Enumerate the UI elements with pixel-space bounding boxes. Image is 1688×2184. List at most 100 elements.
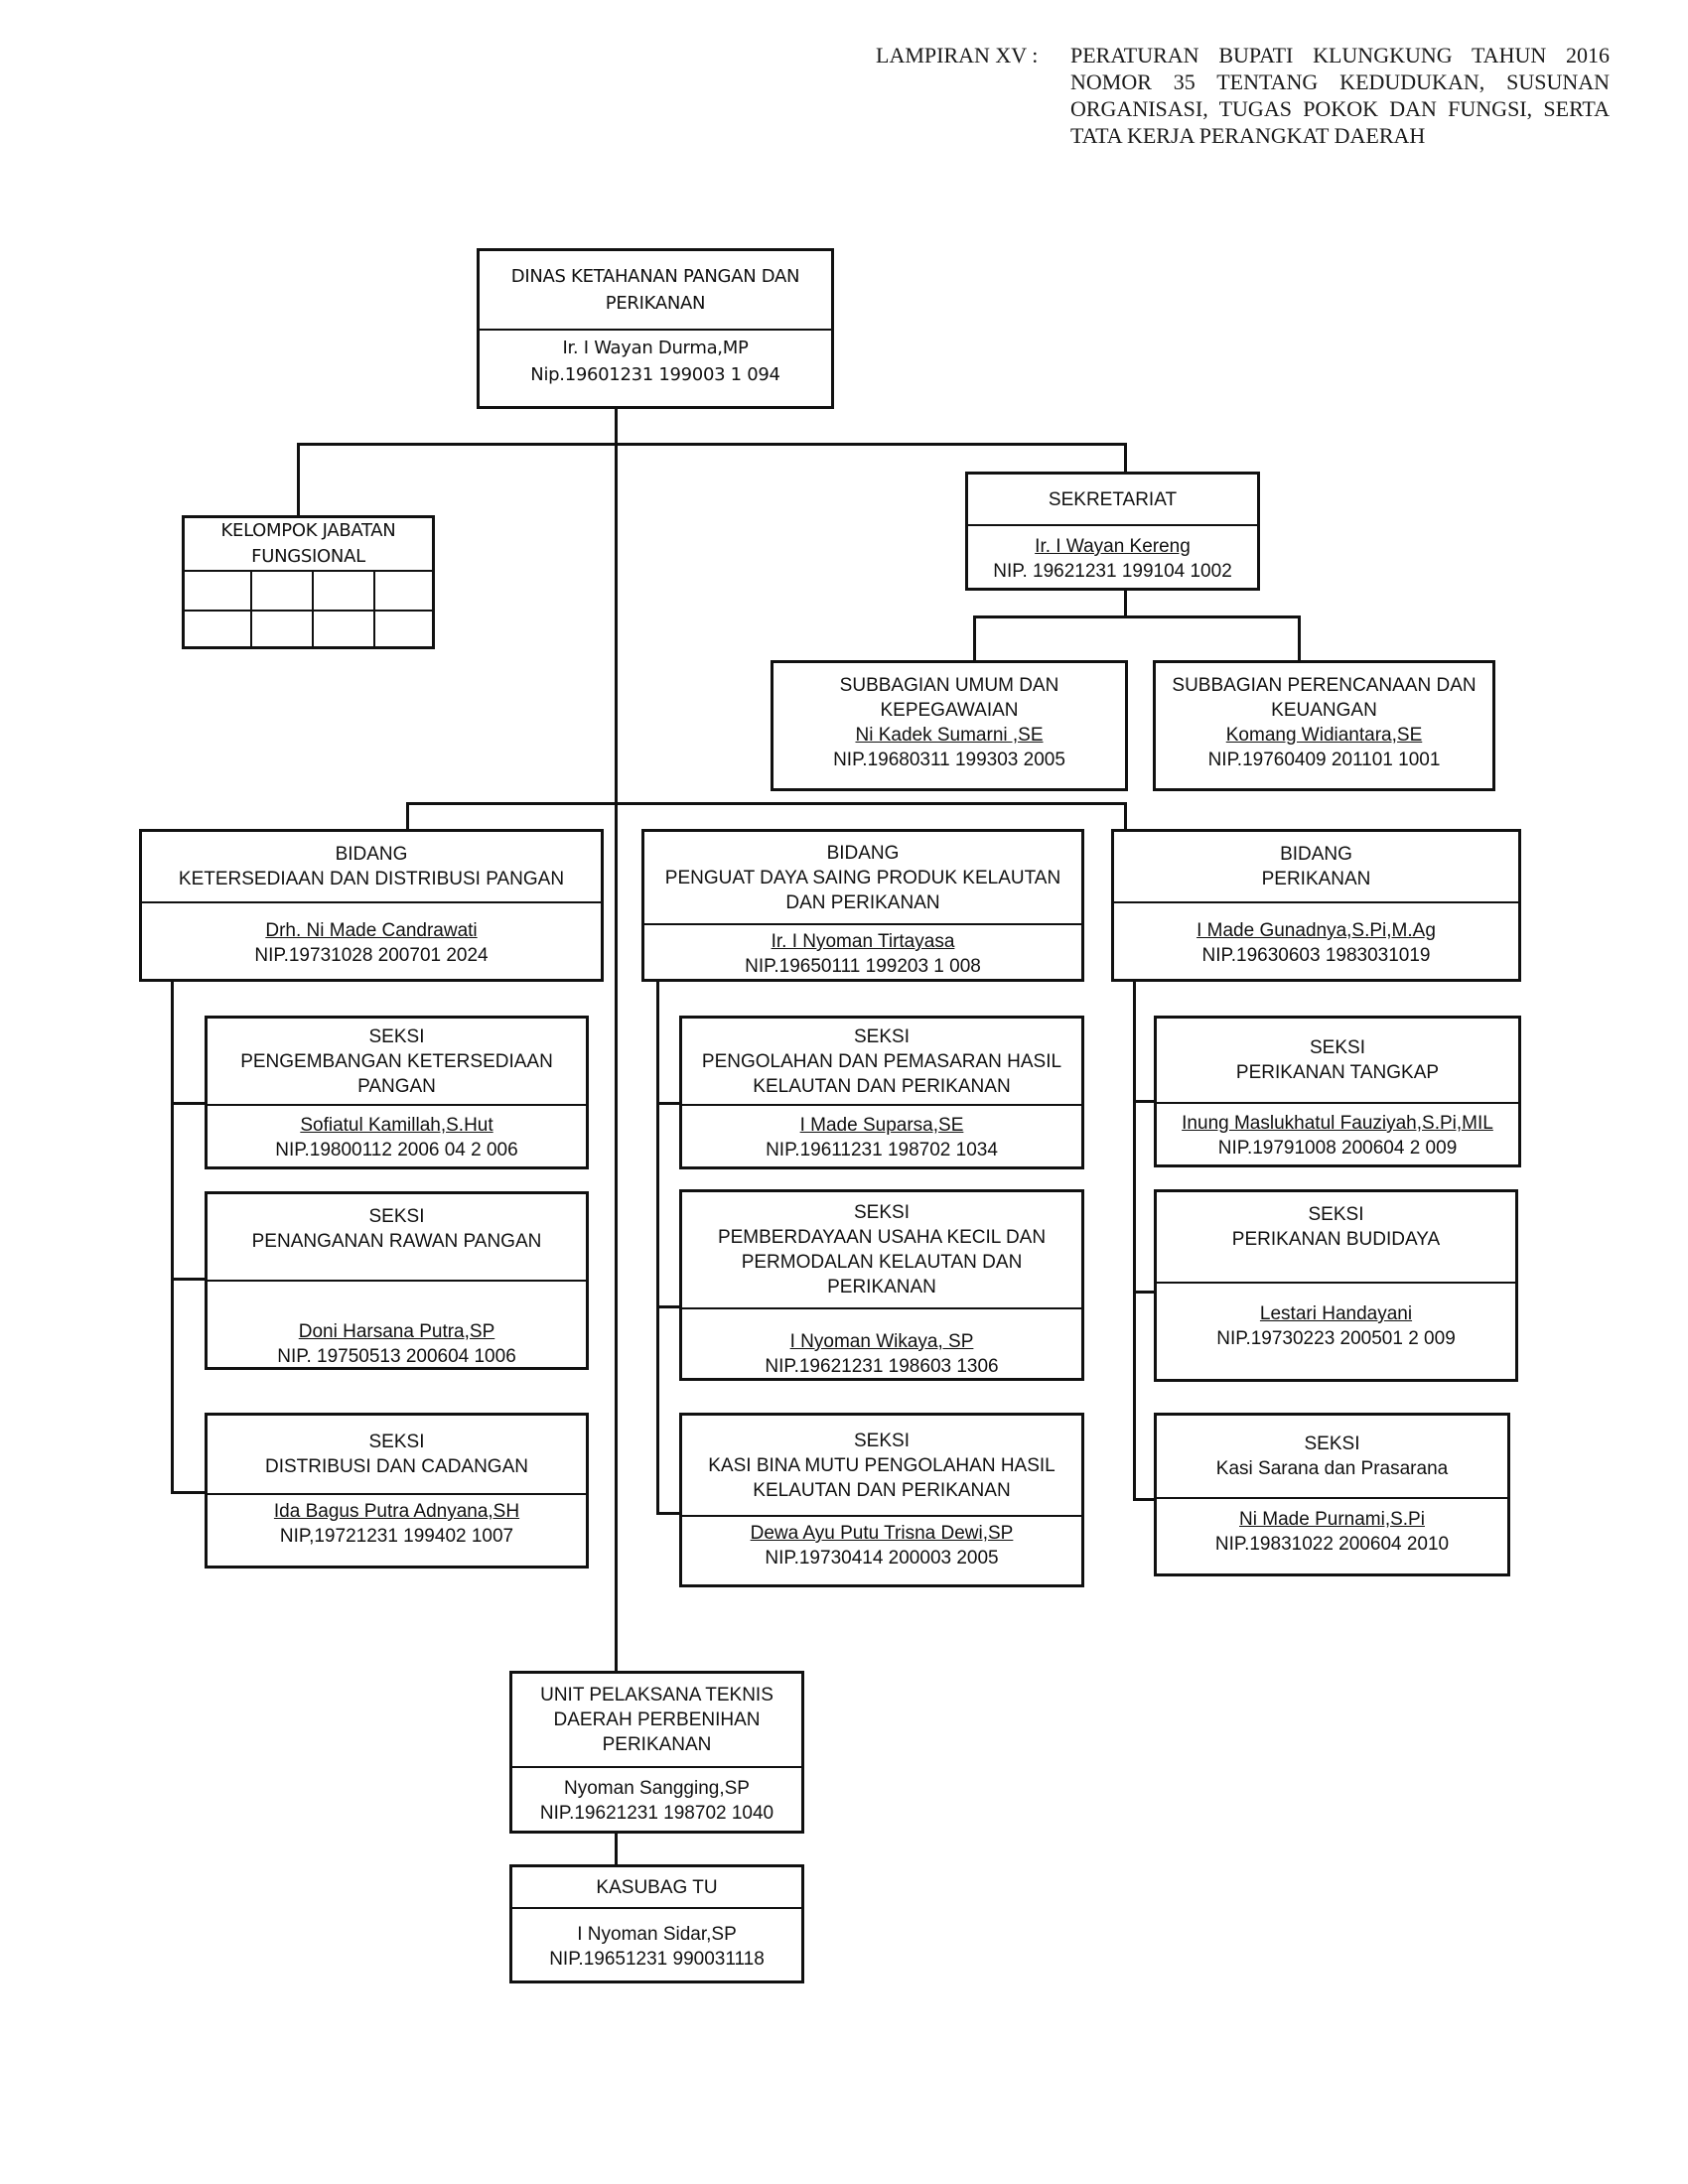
connector-seksi-rail-1 [171,980,174,1493]
person-nip: NIP.19730223 200501 2 009 [1216,1328,1456,1349]
title-line: KEUANGAN [1271,700,1377,721]
section-person: Ida Bagus Putra Adnyana,SH NIP,19721231 … [208,1495,586,1569]
division-marine-competitiveness-box: BIDANG PENGUAT DAYA SAING PRODUK KELAUTA… [641,829,1084,982]
regulation-line: PERATURAN BUPATI KLUNGKUNG TAHUN 2016 [1070,43,1610,68]
title-line: KELAUTAN DAN PERIKANAN [753,1075,1011,1097]
connector-seksi-3-3 [1133,1498,1155,1501]
secretariat-title: SEKRETARIAT [968,475,1257,526]
title-line: KASUBAG TU [596,1876,718,1898]
regulation-line: TATA KERJA PERANGKAT DAERAH [1070,123,1426,148]
technical-unit-title: UNIT PELAKSANA TEKNIS DAERAH PERBENIHAN … [512,1674,801,1768]
person-nip: NIP.19831022 200604 2010 [1214,1534,1450,1555]
section-box: SEKSI PERIKANAN BUDIDAYA Lestari Handaya… [1154,1189,1518,1382]
person-name: Ni Kadek Sumarni ,SE [855,725,1044,746]
subdivision-planning-box: SUBBAGIAN PERENCANAAN DAN KEUANGAN Koman… [1153,660,1495,791]
section-box: SEKSI PENGOLAHAN DAN PEMASARAN HASIL KEL… [679,1016,1084,1169]
connector-trunk [615,407,618,1672]
section-box: SEKSI PENGEMBANGAN KETERSEDIAAN PANGAN S… [205,1016,589,1169]
connector-seksi-1-2 [171,1278,207,1281]
title-line: KELAUTAN DAN PERIKANAN [753,1479,1011,1501]
person-nip: NIP.19611231 198702 1034 [766,1140,998,1160]
secretariat-box: SEKRETARIAT Ir. I Wayan Kereng NIP. 1962… [965,472,1260,591]
person-nip: NIP.19800112 2006 04 2 006 [275,1140,518,1160]
person-nip: NIP.19621231 198603 1306 [765,1356,999,1377]
title-line: PENANGANAN RAWAN PANGAN [251,1231,542,1252]
title-line: PEMBERDAYAAN USAHA KECIL DAN [717,1227,1047,1248]
section-box: SEKSI KASI BINA MUTU PENGOLAHAN HASIL KE… [679,1413,1084,1587]
title-line: DAERAH PERBENIHAN [553,1709,761,1730]
grid-cell [375,572,432,610]
grid-cell [185,572,252,610]
grid-cell [314,572,375,610]
title-line: SEKSI [1304,1433,1360,1454]
grid-cell [252,609,314,646]
title-line: SEKSI [368,1025,425,1047]
connector-top-bus [297,443,1127,446]
person-nip: NIP.19651231 990031118 [549,1949,765,1970]
division-person: I Made Gunadnya,S.Pi,M.Ag NIP.19630603 1… [1114,903,1518,983]
regulation-line: NOMOR 35 TENTANG KEDUDUKAN, SUSUNAN [1070,69,1610,94]
person-name: Sofiatul Kamillah,S.Hut [300,1115,493,1136]
section-person: I Made Suparsa,SE NIP.19611231 198702 10… [682,1106,1081,1169]
connector-seksi-3-1 [1133,1100,1155,1103]
title-line: KEPEGAWAIAN [880,700,1019,721]
title-line: PERIKANAN TANGKAP [1235,1062,1440,1083]
section-title: SEKSI PENGOLAHAN DAN PEMASARAN HASIL KEL… [682,1019,1081,1106]
title-line: PANGAN [357,1075,436,1097]
section-box: SEKSI PERIKANAN TANGKAP Inung Maslukhatu… [1154,1016,1521,1167]
connector-seksi-1-1 [171,1102,207,1105]
connector-subbagian-bus [973,615,1301,618]
title-line: SEKSI [368,1206,425,1227]
person-name: Komang Widiantara,SE [1225,725,1423,746]
person-name: Ir. I Wayan Kereng [1035,536,1191,557]
person-name: Inung Maslukhatul Fauziyah,S.Pi,MIL [1182,1113,1493,1134]
section-box: SEKSI DISTRIBUSI DAN CADANGAN Ida Bagus … [205,1413,589,1569]
person-name: Drh. Ni Made Candrawati [265,920,478,941]
connector-seksi-3-2 [1133,1291,1155,1294]
connector-sekretariat [1124,443,1127,473]
division-food-availability-box: BIDANG KETERSEDIAAN DAN DISTRIBUSI PANGA… [139,829,604,982]
title-line: SEKRETARIAT [1048,488,1178,510]
connector-subbagian-2 [1298,615,1301,661]
section-person: Lestari Handayani NIP.19730223 200501 2 … [1157,1284,1515,1399]
section-title: SEKSI PEMBERDAYAAN USAHA KECIL DAN PERMO… [682,1192,1081,1309]
grid-cell [375,609,432,647]
head-office-box: DINAS KETAHANAN PANGAN DAN PERIKANAN Ir.… [477,248,834,409]
connector-kasubag [615,1832,618,1865]
title-line: PENGOLAHAN DAN PEMASARAN HASIL [701,1050,1062,1072]
section-title: SEKSI DISTRIBUSI DAN CADANGAN [208,1416,586,1495]
grid-cell [252,572,314,610]
person-name: Lestari Handayani [1259,1303,1413,1324]
title-line: BIDANG [335,844,408,865]
title-line: PERIKANAN BUDIDAYA [1231,1229,1441,1250]
connector-seksi-2-3 [656,1512,680,1515]
section-person: Dewa Ayu Putu Trisna Dewi,SP NIP.1973041… [682,1517,1081,1588]
title-line: PERIKANAN [602,1734,712,1755]
person-nip: NIP.19760409 201101 1001 [1207,750,1441,770]
title-line: DISTRIBUSI DAN CADANGAN [265,1456,528,1477]
admin-subsection-box: KASUBAG TU I Nyoman Sidar,SP NIP.1965123… [509,1864,804,1983]
person-nip: NIP.19680311 199303 2005 [833,750,1065,770]
section-person: Doni Harsana Putra,SP NIP. 19750513 2006… [208,1282,586,1377]
division-title: BIDANG PERIKANAN [1114,832,1518,903]
regulation-title: PERATURAN BUPATI KLUNGKUNG TAHUN 2016 NO… [1070,42,1610,149]
title-line: SEKSI [854,1430,910,1451]
subdivision-general-box: SUBBAGIAN UMUM DAN KEPEGAWAIAN Ni Kadek … [771,660,1128,791]
section-title: SEKSI PERIKANAN TANGKAP [1157,1019,1518,1104]
person-nip: NIP.19650111 199203 1 008 [745,956,981,977]
person-nip: NIP,19721231 199402 1007 [279,1526,514,1547]
person-name: Ida Bagus Putra Adnyana,SH [273,1501,520,1522]
person-name: Ir. I Wayan Durma,MP [562,338,749,358]
appendix-label: LAMPIRAN XV : [876,43,1039,68]
head-office-title: DINAS KETAHANAN PANGAN DAN PERIKANAN [480,251,831,331]
person-name: Ir. I Nyoman Tirtayasa [771,931,955,952]
person-name: Ni Made Purnami,S.Pi [1239,1509,1425,1530]
secretariat-person: Ir. I Wayan Kereng NIP. 19621231 199104 … [968,526,1257,592]
title-line: KELOMPOK JABATAN [220,520,396,541]
title-line: PERIKANAN [1261,869,1371,889]
connector-seksi-rail-2 [656,980,659,1514]
title-line: PENGEMBANGAN KETERSEDIAAN [240,1050,553,1072]
title-line: DINAS KETAHANAN PANGAN DAN [510,266,800,287]
grid-cell [314,609,375,646]
division-title: BIDANG PENGUAT DAYA SAING PRODUK KELAUTA… [644,832,1081,925]
